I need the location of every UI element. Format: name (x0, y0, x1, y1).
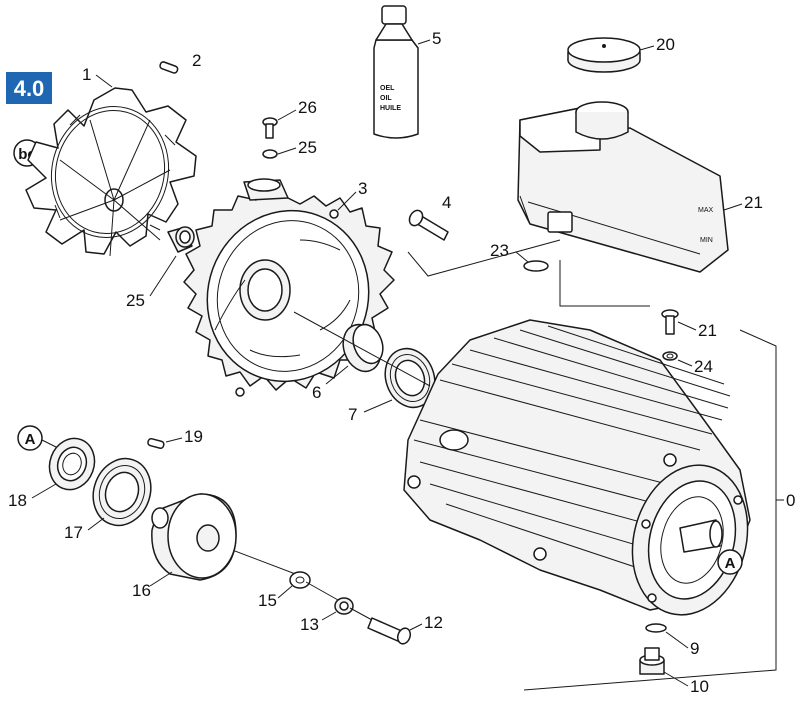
callout-5-label: 5 (432, 29, 441, 48)
callout-9: 9 (665, 631, 699, 658)
seal-part (48, 437, 96, 491)
small-screw-part (661, 309, 679, 335)
callout-23: 25 (126, 255, 177, 310)
callout-12: 13 (300, 611, 337, 634)
tank-lid-part (567, 37, 641, 73)
callout-5: 5 (417, 29, 441, 48)
detail-marker-left: A (17, 425, 43, 451)
callout-13: 15 (258, 585, 293, 610)
callout-4: 4 (442, 193, 451, 212)
bottle-label-line-2: OIL (380, 95, 392, 102)
disc-part (151, 493, 237, 581)
callout-10-label: 10 (690, 677, 709, 696)
detail-marker-housing-label: A (725, 555, 736, 572)
detail-marker-housing: A (717, 549, 743, 575)
assembly-guide-lines (205, 239, 650, 579)
callout-7: 7 (348, 399, 393, 424)
callout-3: 3 (337, 179, 367, 211)
callout-21: 21 (677, 321, 717, 340)
callout-24-label: 24 (694, 357, 713, 376)
callout-10: 10 (663, 671, 709, 696)
fan-part (25, 87, 197, 257)
tank-max-label: MAX (698, 207, 714, 214)
callout-25: 25 (277, 138, 317, 157)
drain-plug-part (639, 647, 665, 675)
callout-11-label: 12 (424, 613, 443, 632)
callout-24: 24 (677, 357, 713, 376)
group-label: 0 (786, 491, 795, 510)
callout-1: 1 (82, 65, 113, 88)
ball-bearing-part (92, 457, 152, 527)
callout-16-label: 17 (64, 523, 83, 542)
bolt-guide-line (305, 581, 373, 621)
callout-11: 12 (409, 613, 443, 632)
callout-17-label: 18 (8, 491, 27, 510)
spring-washer-part (334, 597, 354, 615)
group-bracket: 0 (523, 329, 795, 691)
tube-part (225, 146, 278, 171)
callout-15: 16 (132, 571, 173, 600)
callout-7-label: 7 (348, 405, 357, 424)
detail-marker-left-label: A (25, 431, 36, 448)
bearing-part (384, 347, 436, 409)
bottle-label-line-3: HUILE (380, 105, 401, 112)
callout-6-label: 6 (312, 383, 321, 402)
callout-25-label: 25 (298, 138, 317, 157)
callout-13-label: 15 (258, 591, 277, 610)
callout-6: 6 (312, 365, 349, 402)
callout-26: 26 (277, 98, 317, 121)
detail-marker-left-leader (41, 439, 59, 449)
oil-tank-part: MAX MIN (517, 101, 729, 273)
tank-min-label: MIN (700, 237, 713, 244)
callout-2-label: 2 (192, 51, 201, 70)
callout-17: 18 (8, 483, 57, 510)
small-key-part (147, 437, 165, 450)
sleeve-part (167, 226, 195, 253)
bolt-part (408, 209, 449, 241)
callout-16: 17 (64, 517, 105, 542)
washer-part (662, 351, 678, 361)
callout-22: 23 (490, 241, 529, 263)
callout-15-label: 16 (132, 581, 151, 600)
o-ring-part (523, 260, 549, 272)
callout-21-label: 21 (698, 321, 717, 340)
callout-2: 2 (192, 51, 201, 70)
callout-1-label: 1 (82, 65, 91, 84)
callout-20: 21 (723, 193, 763, 212)
section-badge: 4.0 (6, 72, 52, 104)
callout-22-label: 23 (490, 241, 509, 260)
callout-18-label: 19 (184, 427, 203, 446)
callout-4-label: 4 (442, 193, 451, 212)
bottle-label-line-1: OEL (380, 85, 395, 92)
callout-23-label: 25 (126, 291, 145, 310)
flat-washer-part (289, 571, 311, 589)
callout-20-label: 21 (744, 193, 763, 212)
callout-18: 19 (165, 427, 203, 446)
key-part (159, 61, 179, 74)
oil-bottle-part: OEL OIL HUILE (373, 5, 419, 139)
callout-26-label: 26 (298, 98, 317, 117)
callout-9-label: 9 (690, 639, 699, 658)
roller-ring-part (342, 323, 384, 373)
callout-19: 20 (639, 35, 675, 54)
section-badge-label: 4.0 (14, 76, 45, 101)
callout-19-label: 20 (656, 35, 675, 54)
main-housing-part (403, 319, 751, 616)
screw-part (262, 117, 278, 139)
callout-3-label: 3 (358, 179, 367, 198)
housing-cover-part (183, 178, 395, 397)
hex-bolt-part (367, 617, 412, 645)
callout-12-label: 13 (300, 615, 319, 634)
drain-o-ring-part (645, 623, 667, 633)
